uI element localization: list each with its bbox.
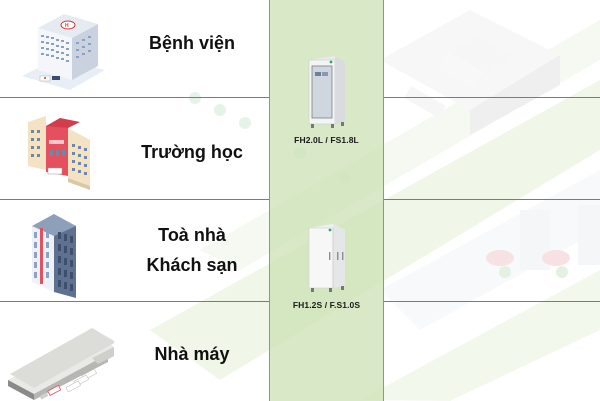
- category-row-factory: Nhà máy: [0, 302, 269, 401]
- row-divider: [0, 97, 269, 98]
- category-row-hospital: H Bệnh viện: [0, 0, 269, 97]
- glass-door-cabinet-icon: [308, 56, 345, 128]
- office-tower-icon: [32, 214, 76, 298]
- row-divider: [384, 97, 600, 98]
- category-row-building-hotel: Toà nhà Khách sạn: [0, 200, 269, 301]
- product-item-solid-cabinet[interactable]: FH1.2S / F.S1.0S: [270, 222, 383, 310]
- product-label-solid-cabinet: FH1.2S / F.S1.0S: [292, 300, 361, 310]
- row-divider: [0, 301, 269, 302]
- category-label-hotel: Khách sạn: [146, 255, 238, 275]
- svg-text:H: H: [65, 23, 69, 29]
- category-row-school: Trường học: [0, 98, 269, 199]
- row-divider: [0, 199, 269, 200]
- category-label-hospital: Bệnh viện: [148, 33, 236, 53]
- category-label-building: Toà nhà: [158, 225, 226, 245]
- factory-warehouse-icon: [8, 328, 114, 400]
- category-label-factory: Nhà máy: [154, 344, 230, 364]
- product-item-glass-cabinet[interactable]: FH2.0L / FS1.8L: [270, 54, 383, 145]
- category-label-school: Trường học: [141, 142, 243, 162]
- row-divider: [384, 301, 600, 302]
- school-building-icon: [28, 116, 90, 190]
- product-label-glass-cabinet: FH2.0L / FS1.8L: [294, 135, 359, 145]
- solid-cabinet-icon: [308, 224, 345, 292]
- row-divider: [384, 199, 600, 200]
- hospital-building-icon: H: [22, 14, 105, 90]
